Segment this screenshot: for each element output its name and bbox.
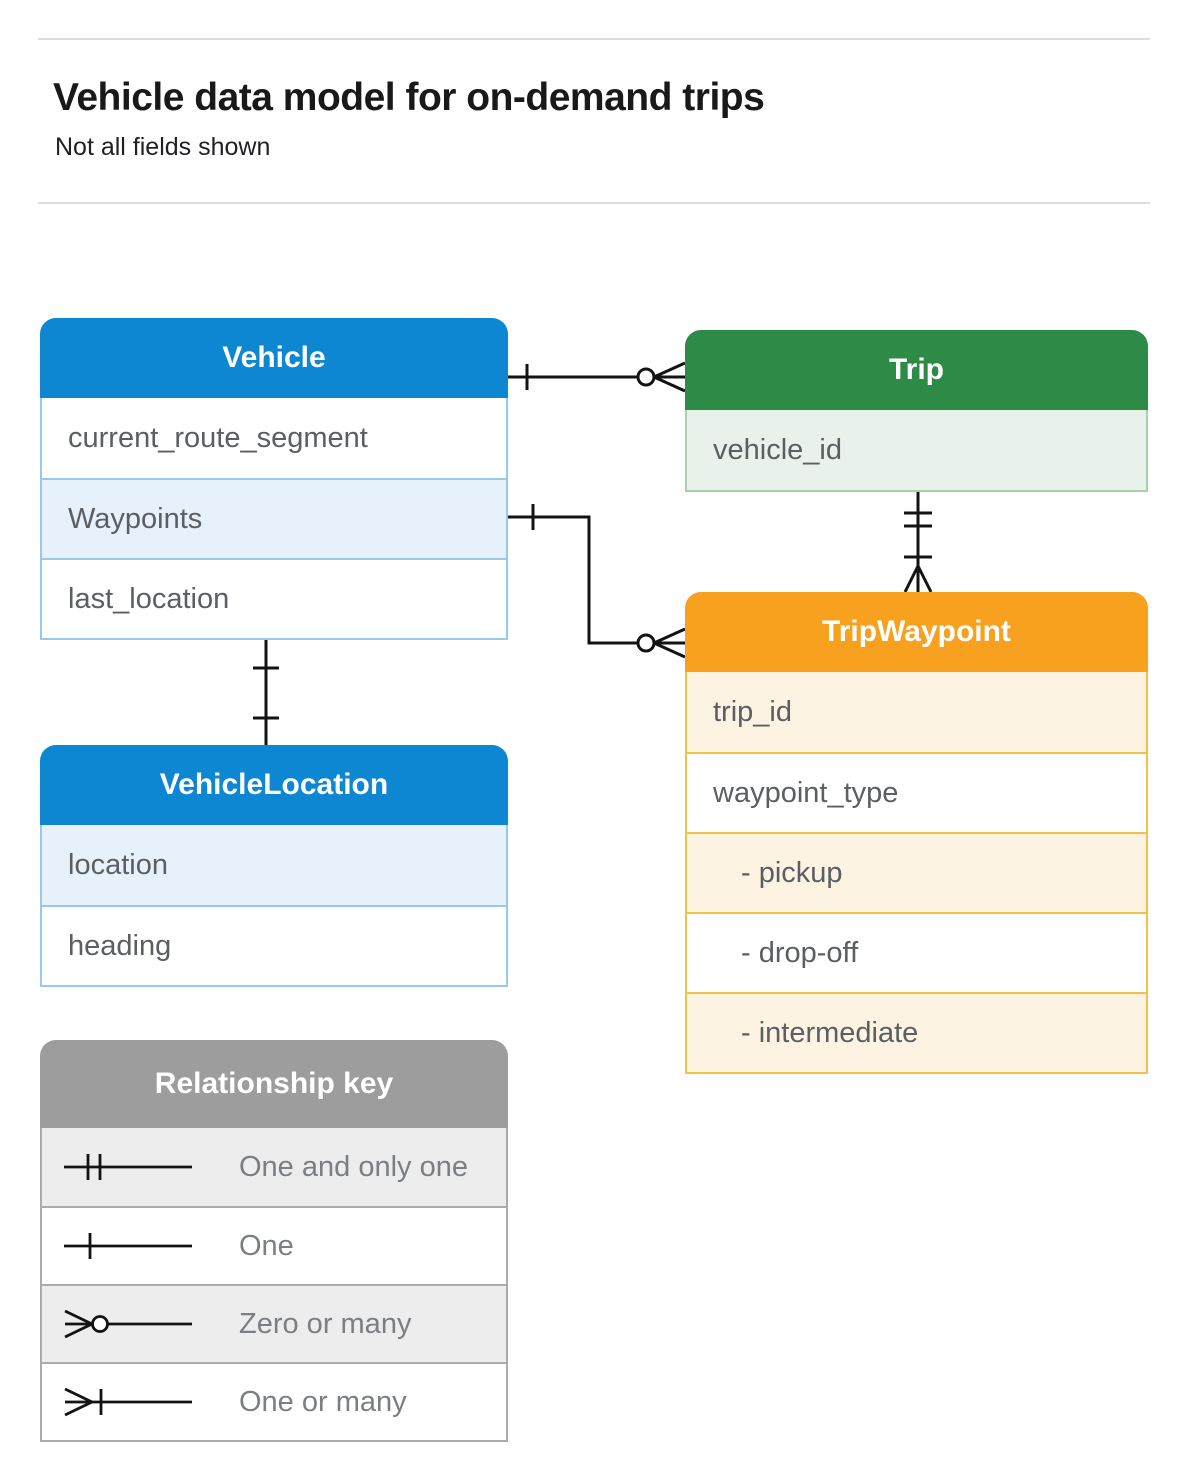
field-label: - intermediate [741, 1016, 919, 1049]
relationship-key-header: Relationship key [40, 1040, 508, 1128]
field-label: trip_id [713, 695, 792, 728]
field-label: waypoint_type [713, 776, 899, 809]
entity-vehicle-body: current_route_segment Waypoints last_loc… [40, 398, 508, 640]
connector-vehicle-vehiclelocation [253, 638, 279, 745]
one-or-many-icon [64, 1387, 192, 1417]
field-row: - intermediate [687, 992, 1146, 1072]
crow-foot-icon [903, 565, 933, 593]
legend-item: Zero or many [42, 1284, 506, 1362]
entity-vehicle-header: Vehicle [40, 318, 508, 398]
legend-item-label: Zero or many [239, 1307, 412, 1340]
relationship-key-title: Relationship key [154, 1067, 394, 1100]
entity-trip-waypoint-title: TripWaypoint [822, 615, 1011, 648]
zero-circle-icon [636, 633, 656, 653]
zero-or-many-icon [64, 1309, 192, 1339]
entity-vehicle-location: VehicleLocation location heading [40, 745, 508, 987]
legend-item: One or many [42, 1362, 506, 1440]
legend-item: One [42, 1206, 506, 1284]
top-divider [38, 38, 1150, 40]
entity-trip-waypoint-header: TripWaypoint [685, 592, 1148, 672]
field-label: location [68, 848, 168, 881]
entity-trip-header: Trip [685, 330, 1148, 410]
field-row: last_location [42, 558, 506, 638]
one-and-only-one-icon [64, 1154, 192, 1180]
entity-vehicle-location-body: location heading [40, 825, 508, 987]
field-row: waypoint_type [687, 752, 1146, 832]
entity-trip-waypoint: TripWaypoint trip_id waypoint_type - pic… [685, 592, 1148, 1074]
field-label: - pickup [741, 856, 843, 889]
relationship-key: Relationship key One and only one One [40, 1040, 508, 1442]
crow-foot-icon [653, 627, 686, 659]
field-row: location [42, 825, 506, 905]
field-row: current_route_segment [42, 398, 506, 478]
zero-circle-icon [636, 367, 656, 387]
page-title: Vehicle data model for on-demand trips [53, 76, 765, 119]
legend-item-label: One [239, 1229, 294, 1262]
field-label: last_location [68, 582, 230, 615]
entity-vehicle: Vehicle current_route_segment Waypoints … [40, 318, 508, 640]
crow-foot-icon [653, 361, 686, 393]
field-row: vehicle_id [687, 410, 1146, 490]
one-icon [64, 1233, 192, 1259]
entity-trip-title: Trip [888, 353, 944, 386]
title-divider [38, 202, 1150, 204]
field-label: heading [68, 929, 172, 962]
field-row: trip_id [687, 672, 1146, 752]
entity-vehicle-location-title: VehicleLocation [159, 768, 389, 801]
entity-vehicle-title: Vehicle [222, 341, 326, 374]
field-row: - pickup [687, 832, 1146, 912]
field-label: current_route_segment [68, 421, 368, 454]
field-row: heading [42, 905, 506, 985]
field-row: Waypoints [42, 478, 506, 558]
field-row: - drop-off [687, 912, 1146, 992]
legend-item-label: One and only one [239, 1150, 468, 1183]
connector-vehicle-trip [508, 361, 686, 393]
entity-trip-body: vehicle_id [685, 410, 1148, 492]
relationship-key-body: One and only one One Zero or many One [40, 1128, 508, 1442]
legend-item-label: One or many [239, 1385, 407, 1418]
connector-trip-tripwaypoint [903, 490, 933, 593]
field-label: Waypoints [68, 502, 203, 535]
entity-trip: Trip vehicle_id [685, 330, 1148, 492]
field-label: vehicle_id [713, 433, 842, 466]
legend-item: One and only one [42, 1128, 506, 1206]
entity-vehicle-location-header: VehicleLocation [40, 745, 508, 825]
connector-waypoints-tripwaypoint [508, 504, 686, 659]
field-label: - drop-off [741, 936, 859, 969]
page-subtitle: Not all fields shown [55, 133, 271, 161]
entity-trip-waypoint-body: trip_id waypoint_type - pickup - drop-of… [685, 672, 1148, 1074]
